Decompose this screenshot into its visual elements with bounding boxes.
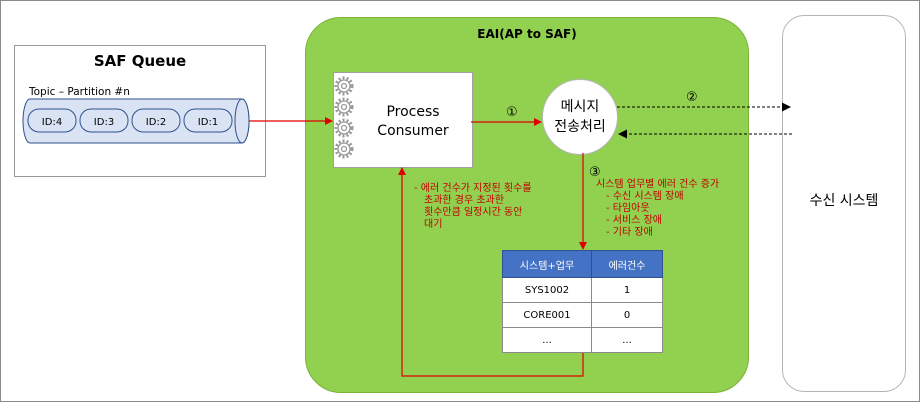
receiver-system-label: 수신 시스템 <box>809 193 879 209</box>
queue-item-id: ID:3 <box>94 117 114 128</box>
table-header-system: 시스템+업무 <box>502 250 592 278</box>
table-row: ... ... <box>502 327 663 353</box>
error-note-item: - 수신 시스템 장애 <box>606 191 684 202</box>
table-cell-system: CORE001 <box>502 302 592 328</box>
error-count-table: 시스템+업무 에러건수 SYS1002 1 CORE001 0 ... ... <box>502 250 663 353</box>
queue-item-pill <box>131 108 181 133</box>
message-send-label: 메시지 전송처리 <box>543 97 617 137</box>
queue-item-pill <box>27 108 77 133</box>
eai-title: EAI(AP to SAF) <box>477 27 577 41</box>
step-3-label: ③ <box>589 165 601 180</box>
step-1-label: ① <box>506 105 518 120</box>
receiver-system-box: 수신 시스템 <box>782 15 906 392</box>
error-count-note: 시스템 업무별 에러 건수 증가 - 수신 시스템 장애 - 타임아웃 - 서비… <box>596 179 719 239</box>
table-cell-system: SYS1002 <box>502 277 592 303</box>
process-consumer-line2: Consumer <box>377 123 449 139</box>
topic-partition-label: Topic – Partition #n <box>29 86 130 98</box>
table-cell-count: 0 <box>591 302 663 328</box>
process-consumer-label: Process Consumer <box>354 103 472 141</box>
table-cell-system: ... <box>502 327 592 353</box>
retry-note-line: 대기 <box>424 219 443 230</box>
table-cell-count: 1 <box>591 277 663 303</box>
saf-queue-title: SAF Queue <box>93 52 187 70</box>
message-send-circle: 메시지 전송처리 <box>542 79 618 155</box>
gear-icon <box>334 76 354 159</box>
queue-item-id: ID:1 <box>198 117 218 128</box>
error-note-item: - 타임아웃 <box>606 203 650 214</box>
table-cell-count: ... <box>591 327 663 353</box>
error-note-title: 시스템 업무별 에러 건수 증가 <box>596 179 720 190</box>
message-send-line2: 전송처리 <box>554 119 606 135</box>
message-send-line1: 메시지 <box>560 99 600 115</box>
queue-items: ID:4 ID:3 ID:2 ID:1 <box>27 108 233 133</box>
retry-note-line: 횟수만큼 일정시간 동안 <box>424 207 523 218</box>
queue-item-pill <box>79 108 129 133</box>
table-header-row: 시스템+업무 에러건수 <box>502 250 663 278</box>
retry-wait-note: - 에러 건수가 지정된 횟수를 초과한 경우 초과한 횟수만큼 일정시간 동안… <box>414 183 532 231</box>
table-row: SYS1002 1 <box>502 277 663 303</box>
queue-item-pill <box>183 108 233 133</box>
table-row: CORE001 0 <box>502 302 663 328</box>
queue-item-id: ID:2 <box>146 117 166 128</box>
error-note-item: - 기타 장애 <box>606 227 653 238</box>
process-consumer-line1: Process <box>386 104 440 120</box>
retry-note-line: - 에러 건수가 지정된 횟수를 <box>414 183 532 194</box>
queue-item-id: ID:4 <box>42 117 62 128</box>
retry-feedback-arrow <box>398 167 584 377</box>
error-note-item: - 서비스 장애 <box>606 215 662 226</box>
table-header-count: 에러건수 <box>591 250 663 278</box>
step-2-label: ② <box>686 90 698 105</box>
retry-note-line: 초과한 경우 초과한 <box>424 195 504 206</box>
